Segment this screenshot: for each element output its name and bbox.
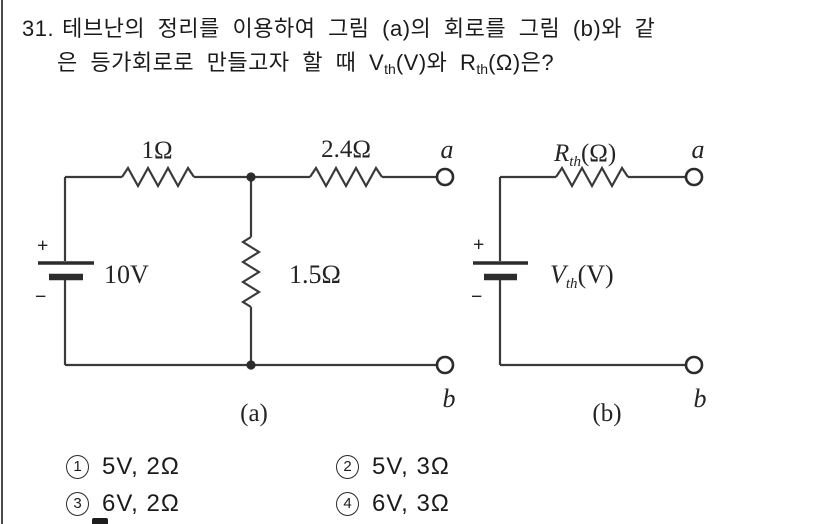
terminal-a-circle-a — [435, 167, 455, 187]
label-r3: 1.5Ω — [289, 260, 341, 289]
terminal-a-circle-b — [684, 167, 704, 187]
option-4-label: 6V, 3Ω — [372, 490, 450, 517]
question-text-2c: (Ω)은? — [488, 50, 555, 75]
option-2-label: 5V, 3Ω — [372, 453, 450, 480]
page-left-border — [1, 0, 3, 524]
rth-main: R — [553, 140, 569, 167]
terminal-b-circle-a — [435, 355, 455, 375]
option-2-number: 2 — [336, 455, 359, 479]
resistor-rth — [555, 165, 629, 189]
plus-sign-b: + — [473, 234, 484, 256]
minus-sign-b: − — [471, 286, 482, 308]
rth-subscript: th — [476, 61, 489, 77]
label-r2: 2.4Ω — [321, 136, 371, 163]
terminal-a-label-a: a — [441, 135, 454, 164]
junction-dot-top — [246, 172, 256, 182]
label-source-a: 10V — [104, 260, 149, 289]
terminal-a-label-b: a — [692, 135, 705, 164]
question-text-2a: 은 등가회로로 만들고자 할 때 V — [57, 50, 385, 75]
rth-unit: (Ω) — [581, 140, 616, 167]
scan-artifact — [92, 518, 108, 524]
resistor-1p5ohm — [240, 236, 262, 308]
option-1: 1 5V, 2Ω — [66, 453, 180, 481]
question-line-2: 은 등가회로로 만들고자 할 때 Vth(V)와 Rth(Ω)은? — [22, 46, 655, 86]
caption-b: (b) — [592, 400, 621, 427]
vth-subscript: th — [384, 61, 396, 77]
circuit-a: 1Ω 2.4Ω 10V 1.5Ω + − a b (a) — [35, 135, 456, 427]
option-1-number: 1 — [66, 455, 89, 479]
terminal-b-label-a: b — [443, 384, 456, 413]
rth-sub: th — [569, 154, 581, 170]
question-block: 31. 테브난의 정리를 이용하여 그림 (a)의 회로를 그림 (b)와 같 은… — [22, 12, 655, 86]
resistor-1ohm — [121, 165, 195, 189]
option-2: 2 5V, 3Ω — [336, 453, 450, 481]
option-3-label: 6V, 2Ω — [102, 490, 180, 517]
label-rth: Rth(Ω) — [553, 140, 616, 170]
vth-unit: (V) — [578, 260, 614, 289]
junction-dot-bottom — [246, 360, 256, 370]
label-r1: 1Ω — [141, 137, 172, 164]
question-text-1: 테브난의 정리를 이용하여 그림 (a)의 회로를 그림 (b)와 같 — [62, 16, 656, 41]
question-line-1: 31. 테브난의 정리를 이용하여 그림 (a)의 회로를 그림 (b)와 같 — [22, 12, 655, 46]
terminal-b-label-b: b — [694, 384, 707, 413]
resistor-2p4ohm — [309, 165, 383, 189]
vth-sub: th — [566, 276, 578, 292]
label-vth: Vth(V) — [550, 260, 614, 292]
option-4: 4 6V, 3Ω — [336, 490, 450, 518]
option-4-number: 4 — [336, 492, 359, 516]
plus-sign-a: + — [37, 235, 48, 257]
terminal-b-circle-b — [684, 355, 704, 375]
caption-a: (a) — [240, 400, 268, 427]
vth-main: V — [550, 260, 569, 289]
question-number: 31. — [22, 16, 55, 41]
question-text-2b: (V)와 R — [395, 50, 477, 75]
option-3: 3 6V, 2Ω — [66, 490, 180, 518]
circuit-b: Rth(Ω) Vth(V) + − a b (b) — [471, 135, 707, 427]
option-3-number: 3 — [66, 492, 89, 516]
option-1-label: 5V, 2Ω — [102, 453, 180, 480]
minus-sign-a: − — [35, 286, 46, 308]
